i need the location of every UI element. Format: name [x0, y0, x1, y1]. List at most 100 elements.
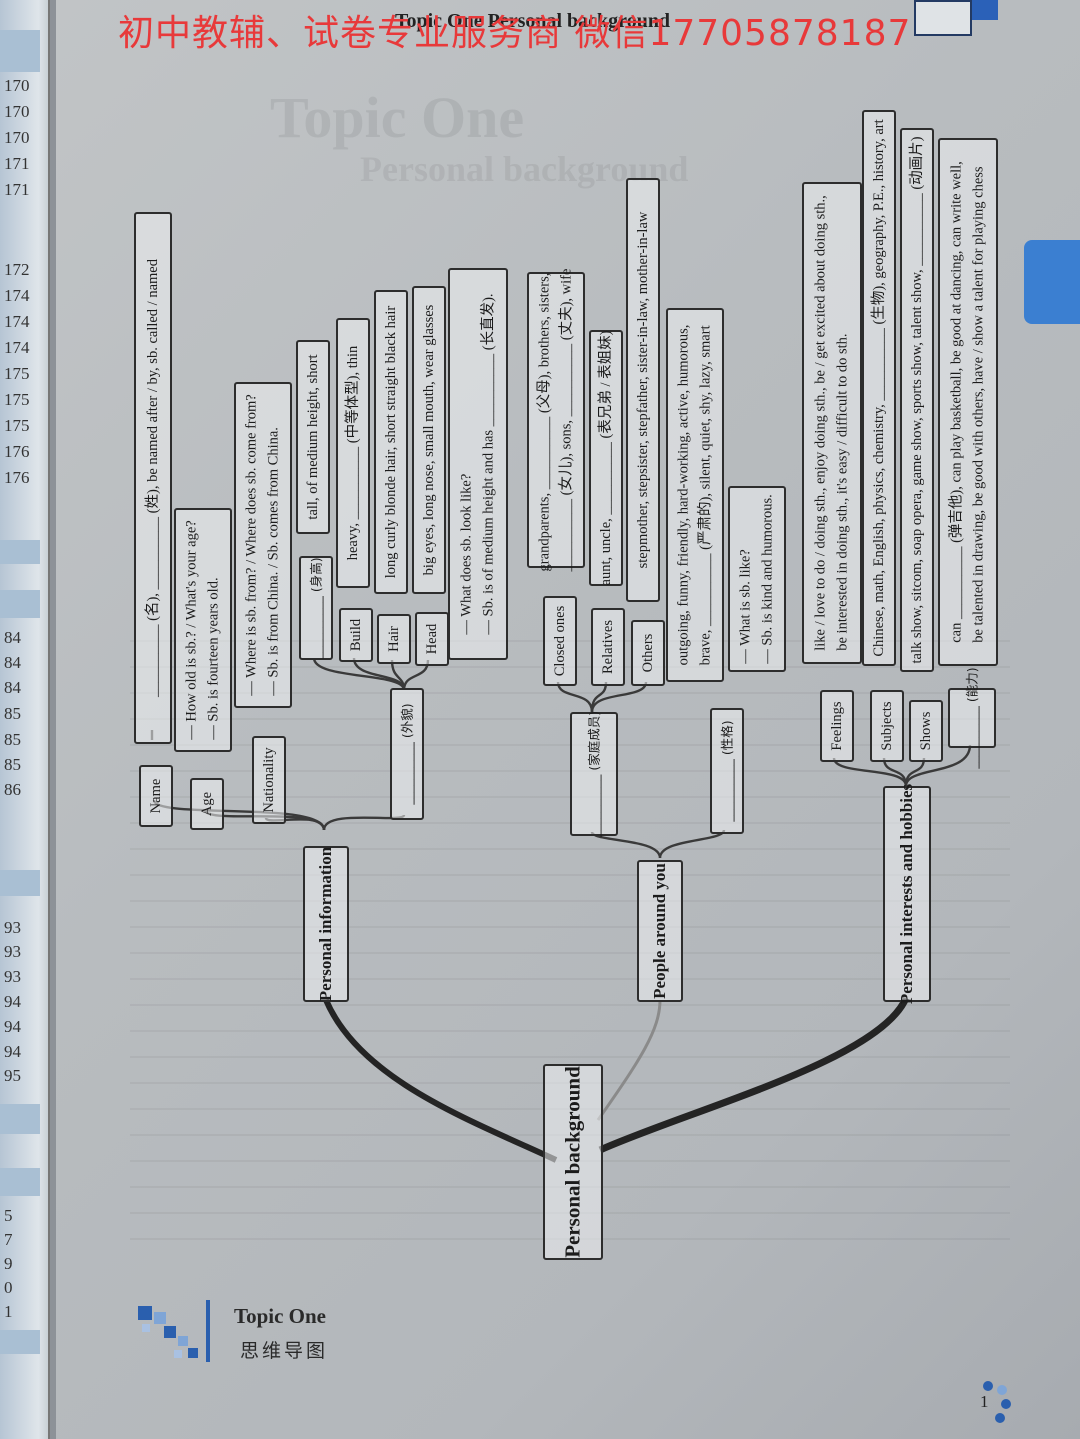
margin-number: 170	[4, 102, 30, 121]
margin-number: 94	[4, 1042, 21, 1061]
node-label: Subjects	[878, 701, 895, 751]
margin-number: 94	[4, 1017, 21, 1036]
margin-number: 170	[4, 76, 30, 95]
leaf-line: can __________ (弹吉他), can play basketbal…	[948, 161, 965, 643]
node-build: Build	[339, 608, 373, 662]
node-label: Build	[347, 618, 364, 652]
margin-number: 7	[4, 1230, 13, 1249]
leaf-appearance-question: — What does sb. look like? — Sb. is of m…	[448, 268, 508, 660]
leaf-personality-question: — What is sb. like? — Sb. is kind and hu…	[728, 486, 786, 672]
node-appearance: __________ (外貌)	[390, 688, 424, 820]
leaf-line: outgoing, funny, friendly, hard-working,…	[675, 324, 692, 666]
margin-number: 93	[4, 918, 21, 937]
node-nationality: Nationality	[252, 736, 286, 824]
center-node: Personal background	[543, 1064, 603, 1260]
leaf-hair-details: long curly blonde hair, short straight b…	[374, 290, 408, 594]
leaf-line: brave, __________ (严肃的), silent, quiet, …	[698, 325, 714, 666]
node-hair: Hair	[377, 614, 411, 664]
node-subjects: Subjects	[870, 690, 904, 762]
side-tab	[1024, 240, 1080, 324]
leaf-height-details: tall, of medium height, short	[296, 340, 330, 534]
leaf-nationality-details: — Where is sb. from? / Where does sb. co…	[234, 382, 292, 708]
node-label: Relatives	[599, 620, 616, 674]
leaf-text-group: like / love to do / doing sth., enjoy do…	[810, 195, 855, 651]
margin-number: 176	[4, 468, 30, 487]
margin-number: 85	[4, 704, 21, 723]
leaf-text: heavy, __________ (中等体型), thin	[344, 345, 361, 561]
leaf-line: be talented in drawing, be good with oth…	[971, 166, 987, 643]
leaf-ability-details: can __________ (弹吉他), can play basketbal…	[938, 138, 998, 666]
margin-number: 176	[4, 442, 30, 461]
margin-number: 172	[4, 260, 30, 279]
margin-number: 0	[4, 1278, 13, 1297]
node-age: Age	[190, 778, 224, 830]
margin-number: 175	[4, 364, 30, 383]
leaf-text: big eyes, long nose, small mouth, wear g…	[420, 304, 437, 576]
margin-number: 174	[4, 286, 30, 305]
leaf-line: grandparents, __________ (父母), brothers,…	[536, 272, 553, 572]
show-through-title: Topic One	[270, 85, 525, 150]
margin-number: 171	[4, 154, 30, 173]
leaf-feelings-details: like / love to do / doing sth., enjoy do…	[802, 182, 862, 664]
node-label: Name	[147, 778, 164, 814]
node-shows: Shows	[909, 700, 943, 762]
running-header: Topic One Personal background	[395, 10, 671, 32]
leaf-text-group: — What is sb. like? — Sb. is kind and hu…	[735, 494, 780, 664]
node-label: __________ (外貌)	[399, 703, 415, 805]
node-label: Age	[198, 791, 215, 817]
margin-number: 84	[4, 628, 21, 647]
leaf-line: — Sb. is fourteen years old.	[206, 577, 222, 740]
leaf-text-group: outgoing, funny, friendly, hard-working,…	[673, 325, 718, 666]
leaf-text: __________ (名), __________ (姓), be named…	[144, 259, 161, 697]
margin-number: 85	[4, 755, 21, 774]
node-label: Shows	[917, 711, 934, 751]
footer-divider	[206, 1300, 210, 1362]
leaf-build-details: heavy, __________ (中等体型), thin	[336, 318, 370, 588]
leaf-text-group: — What does sb. look like? — Sb. is of m…	[456, 293, 501, 634]
node-closed-ones: Closed ones	[543, 596, 577, 686]
leaf-text-group: can __________ (弹吉他), can play basketbal…	[946, 161, 991, 643]
dots-decoration-icon	[983, 1381, 1011, 1423]
leaf-text-group: — Where is sb. from? / Where does sb. co…	[241, 394, 286, 695]
node-label: Feelings	[828, 701, 845, 751]
margin-number: 175	[4, 416, 30, 435]
node-personality: __________ (性格)	[710, 708, 744, 834]
leaf-head-details: big eyes, long nose, small mouth, wear g…	[412, 286, 446, 594]
margin-number: 1	[4, 1302, 13, 1321]
leaf-text-group: — How old is sb.? / What's your age? — S…	[181, 520, 226, 739]
leaf-line: — Sb. is from China. / Sb. comes from Ch…	[266, 427, 282, 696]
margin-number: 93	[4, 942, 21, 961]
page-number: 1	[980, 1392, 989, 1411]
leaf-closed-ones-details: grandparents, __________ (父母), brothers,…	[527, 269, 585, 571]
node-feelings: Feelings	[820, 690, 854, 762]
leaf-shows-details: talk show, sitcom, soap opera, game show…	[900, 128, 934, 672]
node-label: __________ (家庭成员)	[586, 710, 602, 838]
margin-number: 93	[4, 967, 21, 986]
leaf-line: — How old is sb.? / What's your age?	[183, 520, 200, 740]
node-label: Head	[423, 623, 440, 655]
margin-number: 94	[4, 992, 21, 1011]
margin-number: 174	[4, 338, 30, 357]
leaf-text: aunt, uncle, __________ (表兄弟 / 表姐妹)	[597, 330, 614, 586]
margin-number: 171	[4, 180, 30, 199]
leaf-age-details: — How old is sb.? / What's your age? — S…	[174, 508, 232, 752]
leaf-line: — What is sb. like?	[737, 549, 754, 664]
node-label: __________ (身高)	[308, 557, 324, 659]
leaf-text: tall, of medium height, short	[304, 354, 321, 520]
margin-number: 170	[4, 128, 30, 147]
node-label: __________ (性格)	[719, 720, 735, 822]
leaf-name-details: __________ (名), __________ (姓), be named…	[134, 212, 172, 744]
node-label: __________ (能力)	[964, 667, 980, 769]
publisher-logo	[914, 0, 972, 36]
node-name: Name	[139, 765, 173, 827]
branch-title: Personal interests and hobbies	[896, 783, 916, 1005]
pixel-squares-icon	[138, 1306, 198, 1358]
node-family-members: __________ (家庭成员)	[570, 710, 618, 838]
leaf-personality-details: outgoing, funny, friendly, hard-working,…	[666, 308, 724, 682]
center-node-label: Personal background	[560, 1066, 585, 1258]
node-label: Others	[639, 633, 656, 673]
leaf-line: — Sb. is of medium height and has ______…	[481, 293, 497, 635]
node-relatives: Relatives	[591, 608, 625, 686]
leaf-line: — What does sb. look like?	[458, 473, 475, 635]
leaf-relatives-details: aunt, uncle, __________ (表兄弟 / 表姐妹)	[589, 330, 623, 586]
